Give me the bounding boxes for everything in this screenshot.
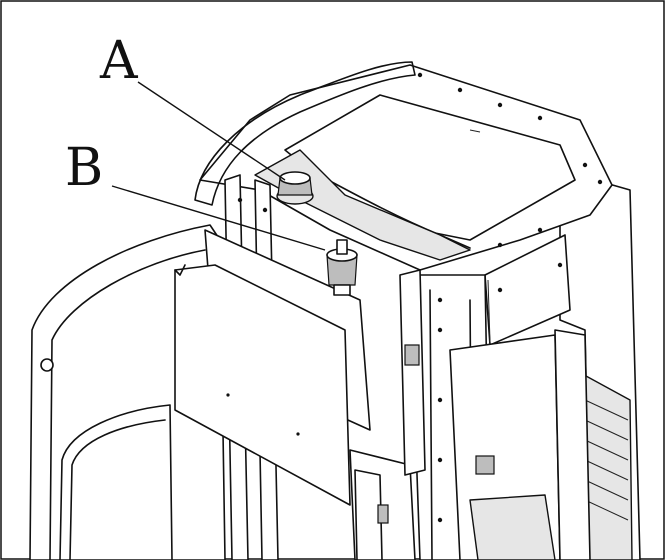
component-b [326,239,358,296]
label-a: A [99,31,139,91]
top-rail [194,61,416,206]
small-switch [475,455,495,475]
label-b: B [65,138,103,198]
front-inspection-panel [174,264,351,506]
door-inner-frame [49,249,206,560]
leader-line-b [111,185,326,251]
right-cabinet-side [554,329,591,560]
latch [377,504,389,524]
door-hinge [40,358,54,372]
component-a [276,171,314,205]
side-bracket [399,269,426,476]
leader-line-a [137,81,286,181]
screw-dots [237,72,603,523]
upper-right-panel [484,234,571,346]
lower-drawer [469,494,556,560]
